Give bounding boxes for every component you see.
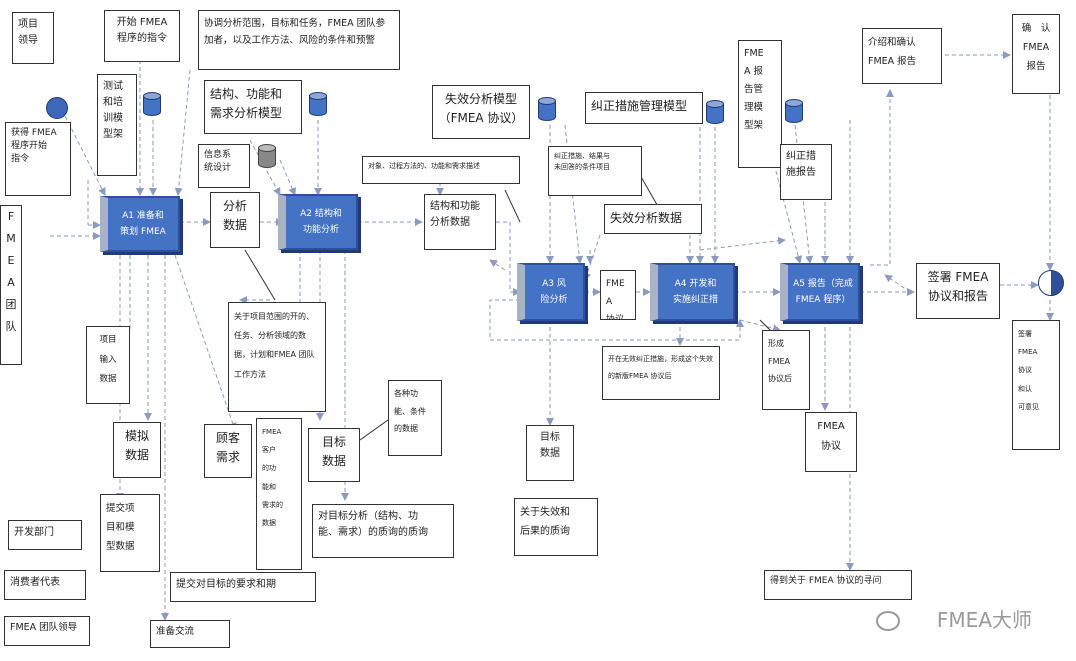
failure-effect-query-box: 关于失效和 后果的质询: [514, 498, 598, 556]
fmea-report-model-box: FME A 报 告管 理模 型架: [738, 40, 782, 168]
start-circle: [46, 97, 68, 119]
confirm-fmea-report-box: 确 认 FMEA 报告: [1012, 14, 1060, 94]
form-fmea-protocol-box: 形成 FMEA 协议后: [762, 330, 810, 410]
intro-confirm-report-box: 介绍和确认 FMEA 报告: [862, 28, 942, 84]
project-lead-box: 项目 领导: [12, 12, 54, 64]
consumer-rep-box: 消费者代表: [4, 570, 86, 600]
watermark: FMEA大师: [936, 608, 1032, 632]
structure-function-data-box: 结构和功能 分析数据: [424, 194, 496, 250]
wechat-logo-icon: [876, 611, 900, 631]
sign-fmea-box: 签署 FMEA 协议和报告: [916, 263, 1000, 319]
corrective-model-box: 纠正措施管理模型: [585, 92, 703, 124]
fmea-protocol-a3-box: FMEA 协议: [600, 270, 636, 320]
project-input-data-box: 项目 输入 数据: [86, 326, 130, 404]
process-a5: A5 报告（完成 FMEA 程序）: [780, 263, 860, 321]
failure-analysis-data-box: 失效分析数据: [604, 204, 702, 234]
process-a3: A3 风 险分析: [517, 263, 585, 321]
fmea-team-box: F M E A 团 队: [0, 205, 22, 365]
dev-dept-box: 开发部门: [8, 520, 82, 550]
database-icon: [143, 92, 161, 118]
failure-effect-model-box: 失效分析模型 （FMEA 协议）: [432, 85, 530, 139]
database-icon: [538, 97, 556, 123]
database-icon: [785, 99, 803, 125]
fmea-customer-list-box: FMEA 客户 的功 能和 需求的 数据: [256, 418, 302, 570]
fmea-protocol-mid-box: FMEA 协议: [805, 412, 857, 472]
model-data-box: 模拟 数据: [113, 422, 161, 478]
fmea-team-lead-box: FMEA 团队领导: [4, 616, 90, 646]
customer-req-box: 顾客 需求: [204, 424, 252, 478]
get-fmea-cmd-box: 获得 FMEA 程序开始 指令: [5, 122, 71, 196]
target-data-box: 目标 数据: [308, 428, 360, 482]
submit-items-box: 提交项 目和模 型数据: [100, 494, 160, 572]
analysis-data-box: 分析 数据: [210, 192, 260, 248]
submit-target-req-box: 提交对目标的要求和期: [170, 572, 316, 602]
process-a4: A4 开发和 实施纠正措: [650, 263, 735, 321]
corrective-report-box: 纠正措 施报告: [780, 144, 832, 200]
goal-data-box: 目标 数据: [526, 425, 574, 481]
target-function-req-box: 各种功 能、条件 的数据: [388, 380, 442, 456]
corrective-new-protocol-box: 开在无效纠正措施，形成这个失效的新版FMEA 协议后: [602, 346, 720, 400]
process-a2: A2 结构和 功能分析: [278, 194, 358, 250]
end-marker: [1038, 270, 1064, 296]
fmea-protocol-query-box: 得到关于 FMEA 协议的寻问: [764, 570, 912, 600]
start-fmea-cmd-box: 开始 FMEA 程序的指令: [104, 10, 180, 62]
corrective-list-box: 纠正措施、结果与 未回答的条件项目: [548, 146, 642, 196]
coordinate-scope-box: 协调分析范围，目标和任务，FMEA 团队参加者，以及工作方法、风险的条件和预警: [198, 10, 400, 70]
target-analysis-quality-box: 对目标分析（结构、功 能、需求）的质询的质询: [312, 504, 454, 558]
about-project-scope-box: 关于项目范围的开的、任务、分析领域的数据，计划和FMEA 团队工作方法: [228, 302, 326, 412]
database-icon: [706, 100, 724, 126]
fmea-items-right-box: 签署 FMEA 协议 和认 可意见: [1012, 320, 1060, 450]
structure-function-model-box: 结构、功能和 需求分析模型: [204, 80, 302, 134]
database-icon: [258, 144, 276, 170]
database-icon: [309, 92, 327, 118]
process-a1: A1 准备和 策划 FMEA: [100, 196, 180, 252]
object-process-box: 对象、过程方法的、功能和需求描述: [362, 156, 520, 184]
info-design-box: 信息系 统设计: [198, 144, 250, 188]
prep-exchange-box: 准备交流: [150, 620, 230, 648]
test-training-box: 测试 和培 训模 型架: [97, 74, 137, 176]
